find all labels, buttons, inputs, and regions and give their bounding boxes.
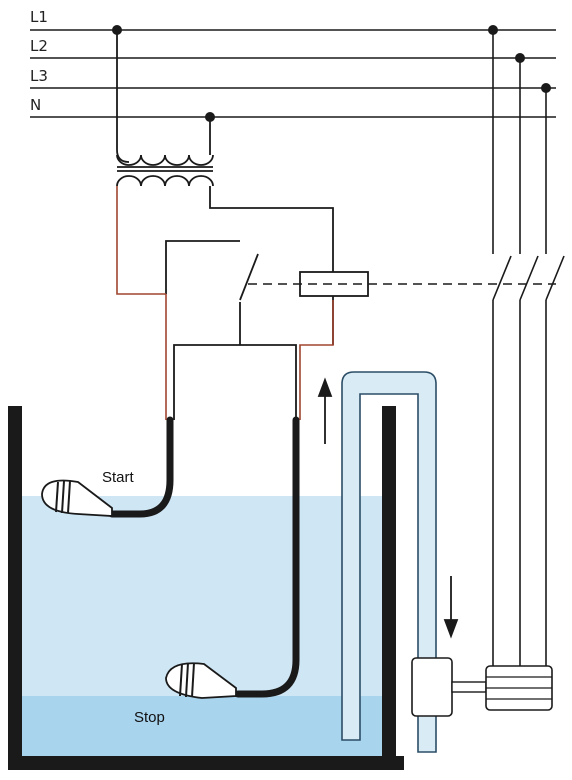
stop-float-cable [234,416,300,698]
start-float-cable [108,416,174,518]
float-switch-icon [165,662,237,699]
bus-label-n: N [30,96,41,114]
water-lower [22,696,382,756]
bus-label-l3: L3 [30,67,48,85]
flow-arrow-icon [317,377,459,639]
bus-label-l1: L1 [30,8,48,26]
water-upper [22,496,382,696]
bus-lines [30,29,556,118]
control-wires-red [116,186,334,420]
pump-motor-icon [411,657,553,717]
start-label: Start [102,469,135,486]
bus-label-l2: L2 [30,37,48,55]
transformer-icon [116,30,214,187]
stop-label: Stop [134,709,165,726]
float-switch-icon [41,479,113,517]
contactor-contacts [492,30,565,668]
tank [8,406,404,770]
junction-dots [112,25,551,122]
control-wires-black [165,186,334,420]
